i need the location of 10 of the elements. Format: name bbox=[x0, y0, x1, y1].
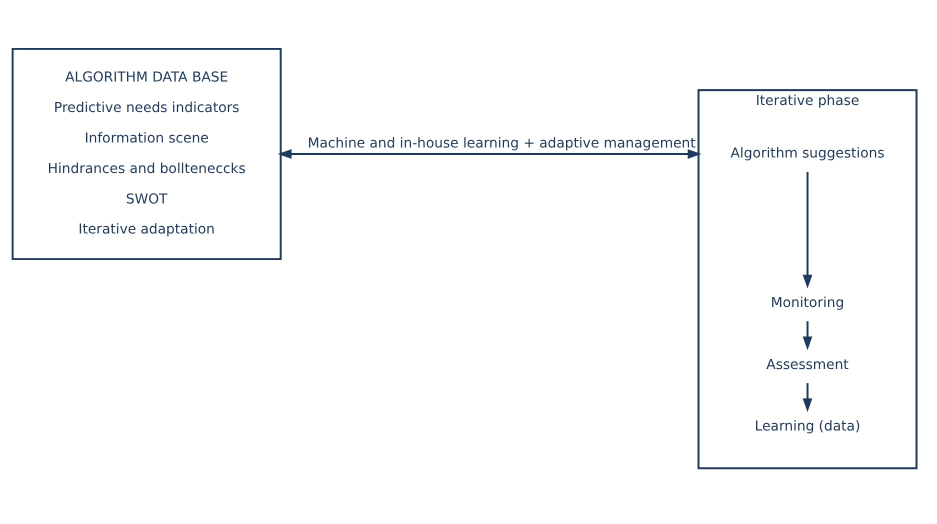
node-text: Assessment bbox=[766, 356, 849, 372]
arrow bbox=[802, 320, 812, 350]
node-text: Learning (data) bbox=[754, 418, 860, 434]
node-text: Algorithm suggestions bbox=[730, 145, 885, 162]
node-box: ALGORITHM DATA BASE Predictive needs indicators Information scene Hindrances and bollteneccks SWOT Iterative adaptation bbox=[12, 47, 282, 260]
arrow bbox=[278, 148, 702, 158]
edge-label: Machine and in-house learning + adaptive management bbox=[308, 134, 696, 151]
arrow bbox=[802, 382, 812, 412]
node-text: Monitoring bbox=[770, 294, 844, 310]
arrow bbox=[802, 171, 812, 288]
